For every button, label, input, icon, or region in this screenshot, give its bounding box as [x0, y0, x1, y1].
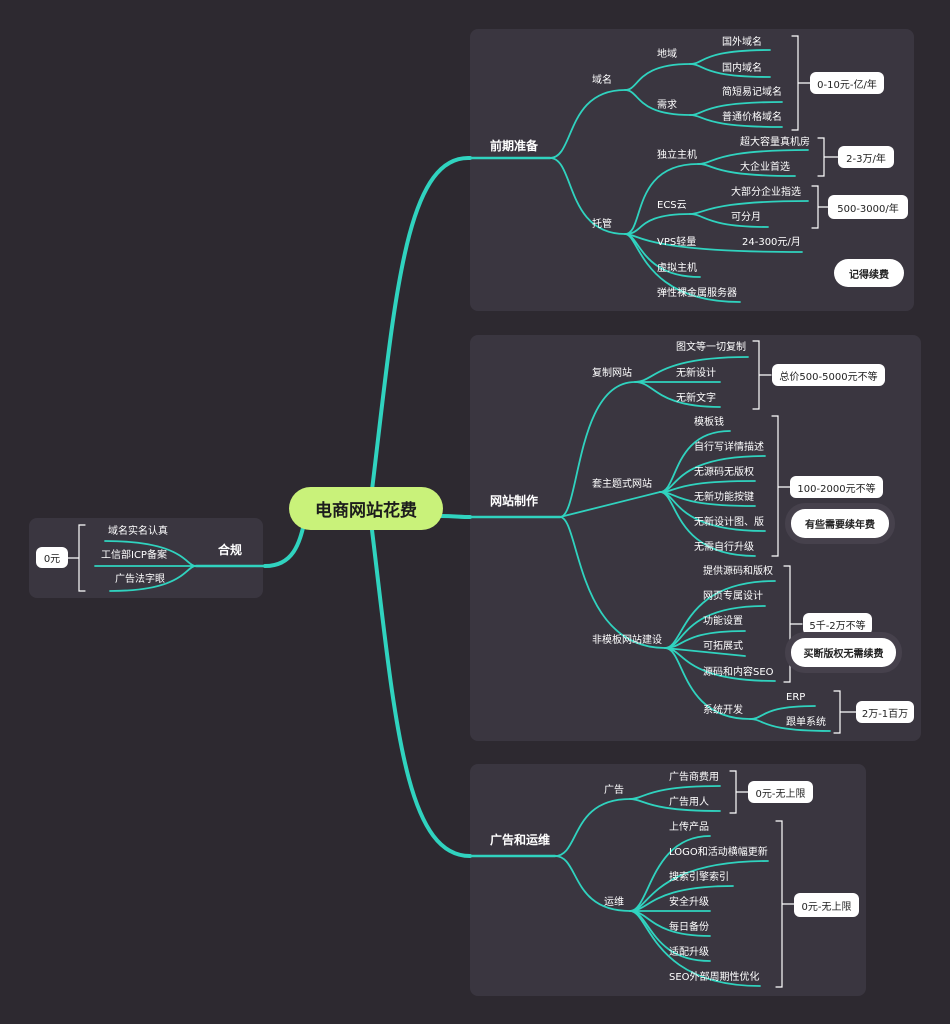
custom-site-node[interactable]: 非模板网站建设	[592, 635, 662, 646]
ads-node[interactable]: 广告	[604, 785, 624, 796]
compliance-item[interactable]: 广告法字眼	[115, 574, 165, 585]
template-site-node[interactable]: 套主题式网站	[592, 479, 652, 490]
maint-item[interactable]: 适配升级	[669, 947, 709, 958]
hosting-item[interactable]: 大部分企业指选	[731, 187, 801, 198]
system-item[interactable]: ERP	[786, 692, 806, 703]
build-title[interactable]: 网站制作	[490, 494, 539, 508]
vps-cost: 24-300元/月	[742, 237, 801, 248]
copy-item[interactable]: 无新设计	[676, 368, 716, 379]
template-item[interactable]: 无源码无版权	[694, 467, 754, 478]
root-node[interactable]: 电商网站花费	[289, 487, 443, 530]
system-cost: 2万-1百万	[856, 701, 914, 723]
custom-item[interactable]: 功能设置	[703, 616, 743, 627]
compliance-item[interactable]: 工信部ICP备案	[101, 550, 167, 561]
ads-cost: 0元-无上限	[748, 781, 813, 803]
copy-cost: 总价500-5000元不等	[772, 364, 885, 386]
ops-title[interactable]: 广告和运维	[490, 833, 551, 847]
ecs-cost: 500-3000/年	[828, 195, 908, 219]
copy-site-node[interactable]: 复制网站	[592, 368, 632, 379]
template-item[interactable]: 模板钱	[694, 417, 724, 428]
template-item[interactable]: 无新功能按键	[694, 492, 754, 503]
ecs-node[interactable]: ECS云	[657, 200, 687, 211]
custom-item[interactable]: 源码和内容SEO	[703, 667, 774, 678]
hosting-item[interactable]: 超大容量真机房	[740, 137, 810, 148]
maint-item[interactable]: 安全升级	[669, 897, 709, 908]
dedicated-cost: 2-3万/年	[838, 146, 894, 168]
renewal-note: 记得续费	[834, 259, 904, 287]
maint-item[interactable]: 每日备份	[669, 922, 709, 933]
prep-title[interactable]: 前期准备	[490, 139, 539, 153]
hosting-node[interactable]: 托管	[592, 219, 612, 230]
template-cost: 100-2000元不等	[790, 476, 883, 498]
ads-item[interactable]: 广告用人	[669, 797, 709, 808]
hosting-item[interactable]: 可分月	[731, 212, 761, 223]
maint-cost: 0元-无上限	[794, 893, 859, 917]
copy-item[interactable]: 图文等一切复制	[676, 342, 746, 353]
domain-node[interactable]: 域名	[592, 75, 612, 86]
bare-metal-node[interactable]: 弹性裸金属服务器	[657, 288, 737, 299]
dedicated-node[interactable]: 独立主机	[657, 150, 697, 161]
hosting-item[interactable]: 大企业首选	[740, 162, 790, 173]
maint-item[interactable]: 上传产品	[669, 822, 709, 833]
custom-note: 买断版权无需续费	[791, 638, 896, 667]
copy-item[interactable]: 无新文字	[676, 393, 716, 404]
need-node[interactable]: 需求	[657, 100, 677, 111]
maint-node[interactable]: 运维	[604, 897, 624, 908]
system-dev-node[interactable]: 系统开发	[703, 705, 743, 716]
template-item[interactable]: 自行写详情描述	[694, 442, 764, 453]
compliance-title[interactable]: 合规	[218, 543, 243, 557]
compliance-cost: 0元	[36, 547, 68, 568]
template-item[interactable]: 无新设计图、版	[694, 517, 764, 528]
virtual-host-node[interactable]: 虚拟主机	[657, 263, 697, 274]
ads-item[interactable]: 广告商费用	[669, 772, 719, 783]
maint-item[interactable]: 搜索引擎索引	[669, 872, 729, 883]
maint-item[interactable]: SEO外部周期性优化	[669, 972, 760, 983]
domain-cost: 0-10元-亿/年	[810, 72, 884, 94]
custom-item[interactable]: 提供源码和版权	[703, 566, 773, 577]
template-item[interactable]: 无需自行升级	[694, 542, 754, 553]
template-note: 有些需要续年费	[791, 509, 889, 538]
region-node[interactable]: 地域	[657, 49, 677, 60]
custom-cost: 5千-2万不等	[803, 613, 872, 635]
custom-item[interactable]: 网页专属设计	[703, 591, 763, 602]
compliance-item[interactable]: 域名实名认真	[108, 526, 168, 537]
domain-item[interactable]: 国外域名	[722, 37, 762, 48]
system-item[interactable]: 跟单系统	[786, 717, 826, 728]
maint-item[interactable]: LOGO和活动横幅更新	[669, 847, 768, 858]
domain-item[interactable]: 国内域名	[722, 63, 762, 74]
vps-node[interactable]: VPS轻量	[657, 237, 697, 248]
custom-item[interactable]: 可拓展式	[703, 641, 743, 652]
domain-item[interactable]: 简短易记域名	[722, 87, 782, 98]
domain-item[interactable]: 普通价格域名	[722, 112, 782, 123]
